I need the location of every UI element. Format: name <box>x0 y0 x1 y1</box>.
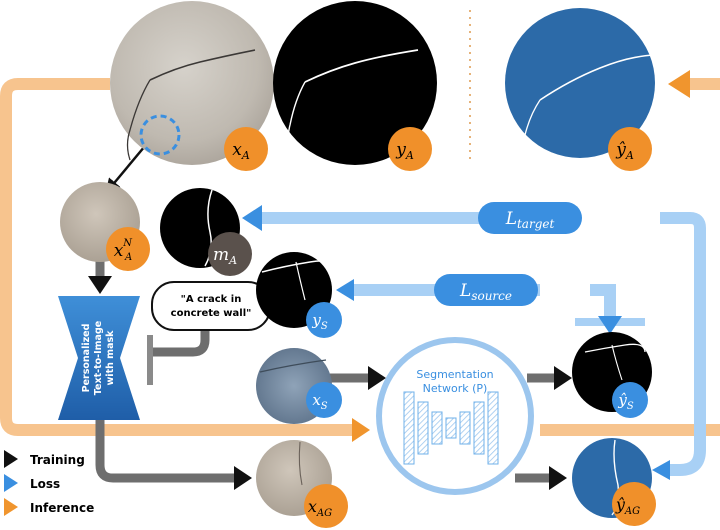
label-m-a: mA <box>213 245 237 267</box>
badge-y-a <box>388 127 432 171</box>
patch-highlight <box>139 114 181 156</box>
label-x-a: xA <box>232 140 250 162</box>
label-x-s: xS <box>312 391 327 412</box>
legend-training-arrow <box>4 450 18 468</box>
label-yhat-s: ŷS <box>617 391 633 412</box>
loss-arrow-ys <box>336 279 354 301</box>
generator-label: Personalized Text-to-Image with mask <box>81 321 116 395</box>
label-y-s: yS <box>311 311 327 332</box>
network-label-1: Segmentation <box>416 368 493 381</box>
prompt-line-2: concrete wall" <box>171 308 252 319</box>
badge-m-a <box>208 232 252 276</box>
legend-inference-arrow <box>4 498 18 516</box>
badge-y-s <box>306 302 342 338</box>
legend: Training Loss Inference <box>4 450 94 516</box>
text-to-image-generator <box>58 296 140 420</box>
image-y-a <box>273 1 437 165</box>
inference-arrow-yhat-a <box>668 70 690 98</box>
svg-text:with mask: with mask <box>105 330 116 386</box>
badge-yhat-s <box>612 382 648 418</box>
svg-text:Text-to-Image: Text-to-Image <box>93 321 104 395</box>
label-y-a: yA <box>395 140 414 162</box>
legend-loss-label: Loss <box>30 477 60 491</box>
label-yhat-ag: ŷAG <box>615 495 640 517</box>
loss-arrow-mask <box>242 205 262 231</box>
legend-loss-arrow <box>4 474 18 492</box>
prompt-box <box>151 281 271 331</box>
badge-yhat-a <box>608 127 652 171</box>
inference-flow <box>0 10 720 442</box>
label-yhat-a: ŷA <box>615 140 634 162</box>
badge-x-a-n <box>106 227 150 271</box>
badge-x-a <box>224 127 268 171</box>
image-x-a <box>110 1 274 165</box>
loss-source-pill <box>434 274 538 306</box>
image-yhat-a <box>505 8 656 158</box>
badge-x-ag <box>304 484 348 528</box>
loss-target-label: Ltarget <box>505 209 555 231</box>
prompt-line-1: "A crack in <box>181 294 242 305</box>
network-label-2: Network (P) <box>423 382 488 395</box>
legend-training-label: Training <box>30 453 85 467</box>
segmentation-network <box>376 337 534 495</box>
loss-target-pill <box>478 202 582 234</box>
svg-text:Personalized: Personalized <box>81 324 92 393</box>
badge-x-s <box>306 382 342 418</box>
label-x-ag: xAG <box>308 497 332 519</box>
inference-arrow-network <box>352 418 370 442</box>
loss-source-label: Lsource <box>459 281 512 303</box>
legend-inference-label: Inference <box>30 501 94 515</box>
badge-yhat-ag <box>612 482 656 526</box>
